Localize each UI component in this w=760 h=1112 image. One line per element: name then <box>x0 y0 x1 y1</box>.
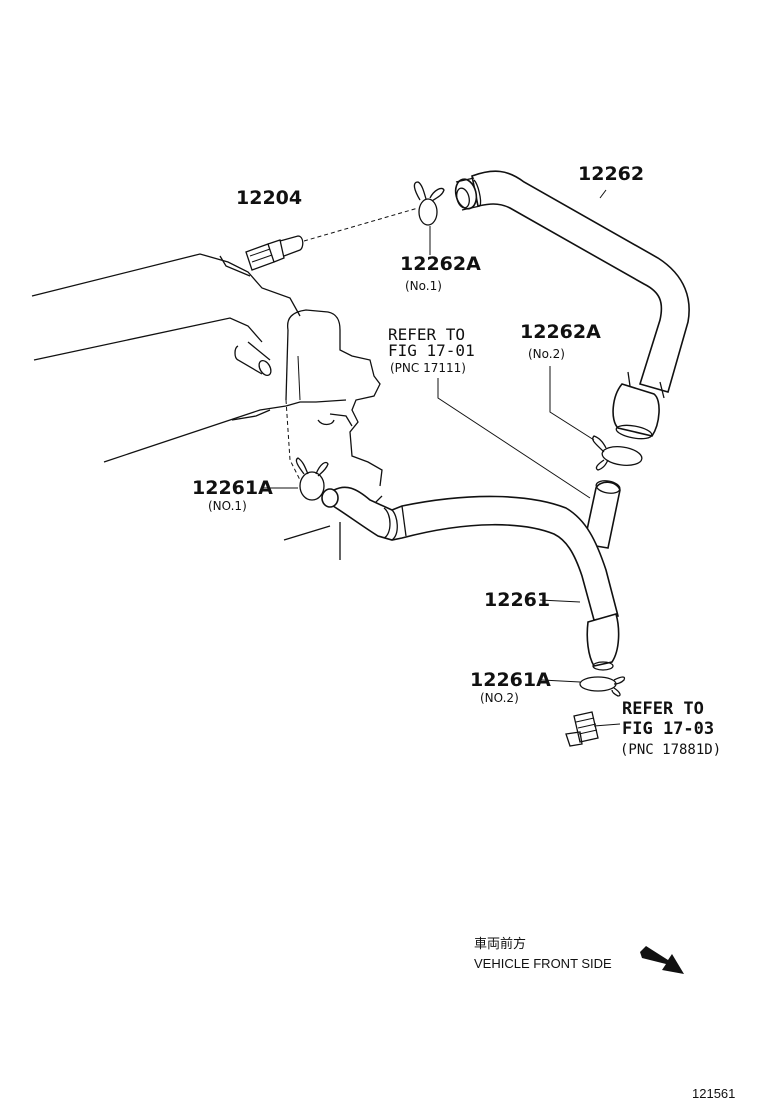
ref1-line1: REFER TO <box>388 325 465 344</box>
part-note-12261A-no1: (NO.1) <box>208 499 247 513</box>
hose-clamp-12261A-no1 <box>262 457 329 501</box>
part-note-12261A-no2: (NO.2) <box>480 691 519 705</box>
part-note-12262A-no1: (No.1) <box>405 279 442 293</box>
part-number-12261A-no1: 12261A <box>192 477 273 499</box>
fitting-17-03 <box>565 711 621 747</box>
pipe-stub-17-01 <box>583 480 621 549</box>
ref1-line3: (PNC 17111) <box>390 361 466 375</box>
temperature-sensor-12204 <box>245 207 419 271</box>
part-number-12262: 12262 <box>578 163 644 185</box>
ref1-line2: FIG 17-01 <box>388 341 475 360</box>
upper-hose-12262 <box>454 170 690 440</box>
hose-clamp-12261A-no2 <box>541 676 626 697</box>
part-number-12204: 12204 <box>236 187 302 209</box>
part-number-12261: 12261 <box>484 589 550 611</box>
ref2-line1: REFER TO <box>622 699 704 719</box>
leader-fig-17-01 <box>437 378 591 499</box>
part-number-12261A-no2: 12261A <box>470 669 551 691</box>
ref2-line3: (PNC 17881D) <box>620 742 721 758</box>
diagram-code: 121561 <box>692 1086 735 1101</box>
direction-japanese: 車両前方 <box>474 936 526 952</box>
direction-english: VEHICLE FRONT SIDE <box>474 956 612 971</box>
engine-block-outline <box>31 253 383 560</box>
part-number-12262A-no1: 12262A <box>400 253 481 275</box>
part-note-12262A-no2: (No.2) <box>528 347 565 361</box>
lower-hose-12261 <box>321 486 620 671</box>
ref2-line2: FIG 17-03 <box>622 719 714 739</box>
hose-clamp-12262A-no2 <box>549 366 643 471</box>
part-number-12262A-no2: 12262A <box>520 321 601 343</box>
arrow-icon <box>640 946 684 974</box>
hose-clamp-12262A-no1 <box>413 181 445 255</box>
